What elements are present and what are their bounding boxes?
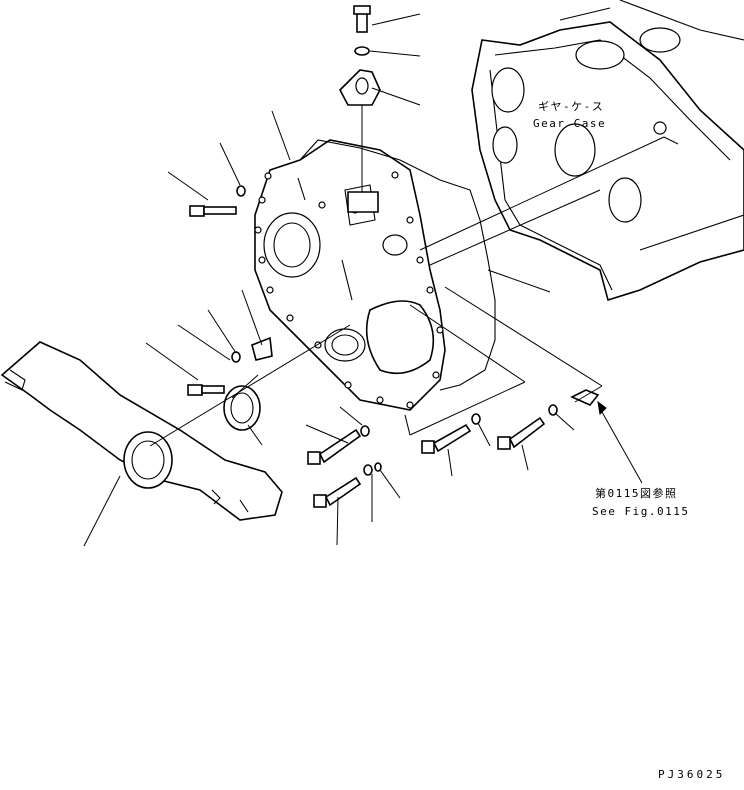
oil-seal	[223, 385, 261, 431]
gear-case	[471, 0, 744, 302]
see-fig-label-en: See Fig.0115	[592, 505, 690, 518]
leader-lines	[83, 13, 679, 547]
bolt-set-left	[187, 185, 273, 396]
front-cover	[254, 139, 446, 411]
drawing-code: PJ36025	[658, 768, 726, 781]
gear-case-label-jp: ギヤ-ケ-ス	[538, 100, 605, 113]
see-fig-label-jp: 第0115図参照	[595, 487, 678, 500]
front-support	[0, 341, 283, 521]
gear-case-label-en: Gear Case	[533, 117, 607, 130]
top-bracket	[339, 5, 381, 213]
bolt-set-lower	[307, 389, 600, 508]
gasket	[299, 139, 496, 391]
